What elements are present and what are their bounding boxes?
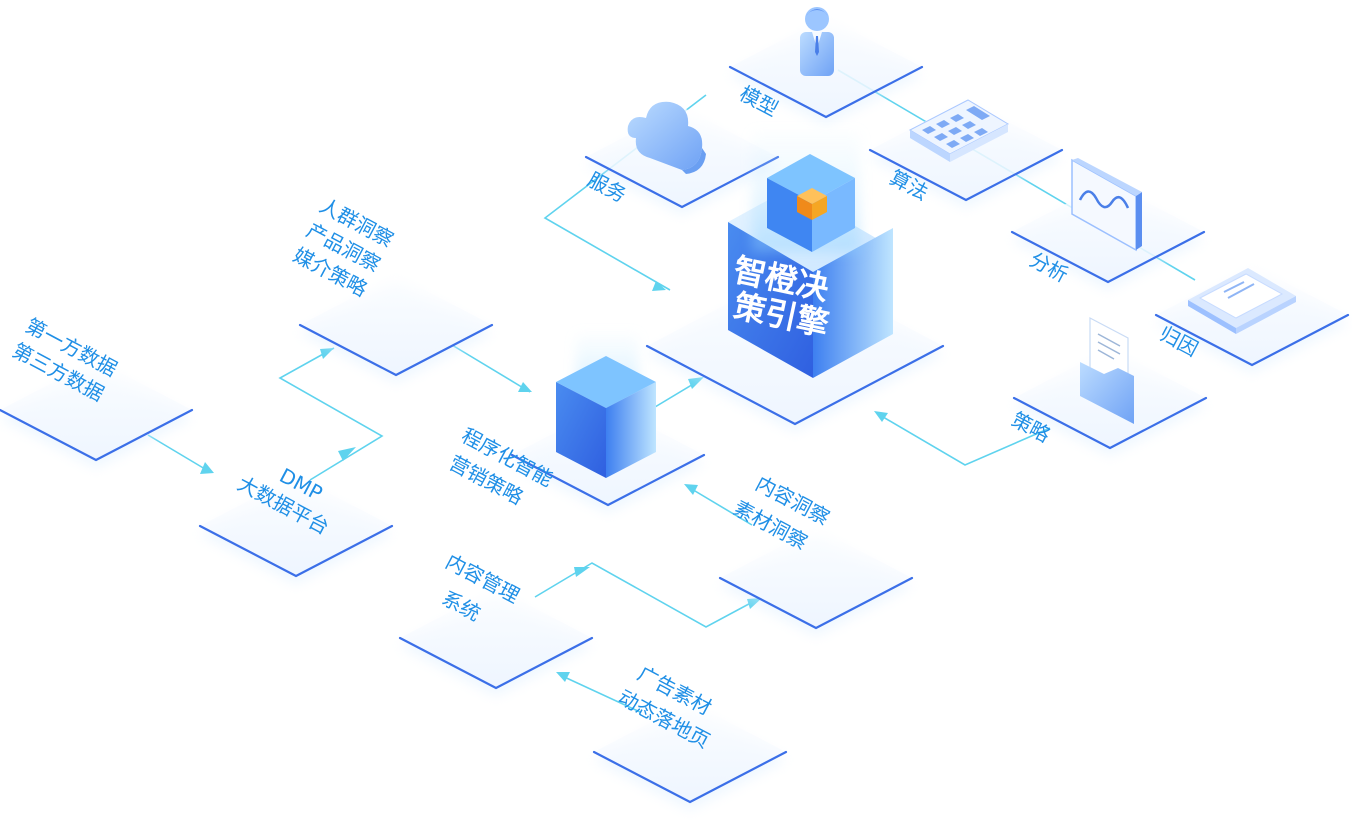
arrow-1 — [200, 462, 214, 474]
first-party-tile — [0, 360, 194, 468]
flow-content-to-programmatic — [689, 487, 753, 526]
folder-icon — [1080, 317, 1134, 424]
arrow-7 — [574, 567, 590, 577]
arrow-9 — [556, 672, 570, 682]
arrow-11 — [652, 281, 666, 291]
orange-core-icon — [797, 188, 827, 220]
calculator-icon — [908, 99, 1010, 162]
cms-tile — [398, 588, 594, 696]
chart-panel-icon — [1071, 158, 1142, 252]
insight-tile — [298, 275, 494, 383]
flow-cms-to-content — [534, 562, 761, 628]
programmatic-cube — [556, 334, 656, 478]
engine-cube: 智橙决 策引擎 — [728, 132, 893, 378]
arrow-10 — [874, 411, 888, 422]
arrow-2 — [338, 447, 356, 461]
ad-material-tile — [592, 702, 788, 810]
flow-first-to-dmp — [147, 434, 211, 473]
dmp-tile — [198, 476, 394, 584]
person-icon — [800, 7, 834, 76]
flow-insight-to-programmatic — [451, 344, 531, 393]
flow-dmp-to-insight — [278, 347, 384, 481]
arrow-4 — [518, 382, 532, 392]
content-insight-tile — [718, 528, 914, 636]
flow-strategy-to-engine — [877, 413, 1051, 466]
arrow-3 — [320, 348, 334, 359]
flow-arrows — [200, 281, 888, 682]
document-tray-icon — [1188, 268, 1296, 334]
cloud-icon — [627, 101, 706, 174]
arrow-6 — [684, 484, 698, 495]
flow-ad-to-cms — [559, 674, 641, 713]
